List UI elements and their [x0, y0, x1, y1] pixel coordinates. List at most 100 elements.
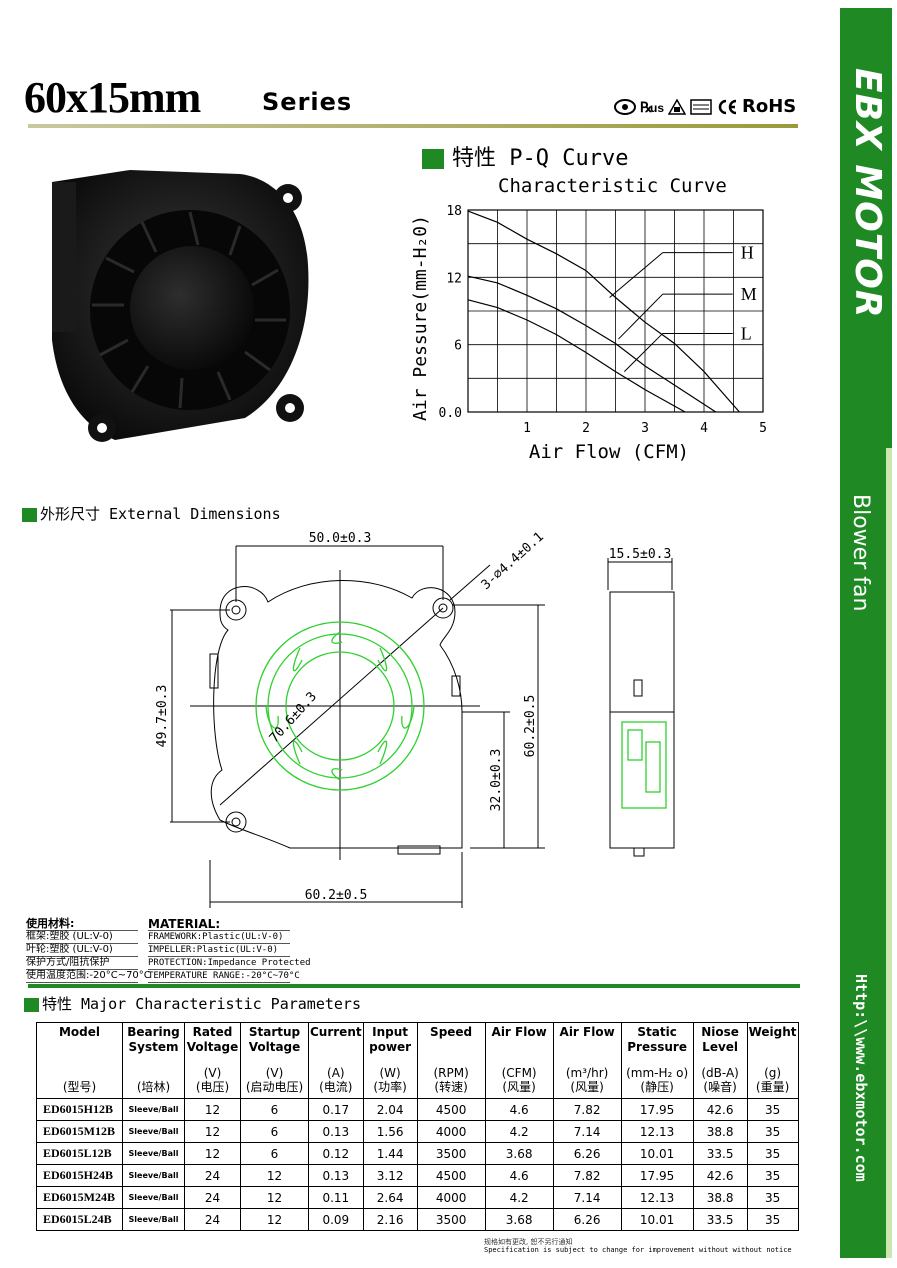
table-cell: 4500: [416, 1098, 486, 1121]
table-cell: 35: [746, 1120, 799, 1143]
col-header: Air Flow(m³/hr)(风量): [552, 1022, 622, 1099]
pq-curve-heading: 特性 P-Q Curve: [422, 140, 628, 172]
chart-title: Characteristic Curve: [498, 175, 727, 197]
x-tick-label: 5: [759, 421, 767, 436]
table-cell: 4500: [416, 1164, 486, 1187]
table-cell: 0.13: [308, 1164, 364, 1187]
dim-outlet-height: 32.0±0.3: [489, 749, 504, 812]
table-cell: 24: [184, 1208, 241, 1231]
x-axis-label: Air Flow (CFM): [529, 441, 689, 463]
table-cell: 6: [240, 1098, 309, 1121]
leader-line: [618, 293, 664, 340]
dim-width-bottom: 60.2±0.5: [305, 888, 368, 903]
table-cell: 3.68: [484, 1142, 554, 1165]
x-tick-label: 2: [582, 421, 590, 436]
table-cell: 2.16: [362, 1208, 418, 1231]
y-tick-label: 18: [446, 204, 462, 219]
certification-marks: ℞us RoHS: [614, 96, 796, 117]
table-cell: 12.13: [620, 1186, 694, 1209]
table-cell: ED6015L12B: [36, 1142, 123, 1165]
table-cell: Sleeve/Ball: [122, 1142, 185, 1165]
fan-photo: [52, 170, 309, 442]
table-cell: 17.95: [620, 1098, 694, 1121]
series-line: [467, 275, 717, 413]
table-cell: 0.17: [308, 1098, 364, 1121]
series-label: H: [741, 243, 754, 263]
brand-name: EBX MOTOR: [847, 68, 888, 319]
y-tick-label: 6: [454, 339, 462, 354]
table-cell: 3500: [416, 1208, 486, 1231]
table-cell: 6: [240, 1142, 309, 1165]
dim-width-top: 50.0±0.3: [309, 531, 372, 546]
params-heading: 特性 Major Characteristic Parameters: [24, 993, 361, 1014]
dim-diameter: 70.6±0.3: [267, 689, 320, 746]
series-line: [467, 210, 740, 413]
svg-text:℞: ℞: [640, 99, 653, 115]
ce-cert-icon: [718, 99, 737, 114]
dimensions-heading: 外形尺寸 External Dimensions: [22, 503, 281, 524]
col-header: Speed(RPM)(转速): [416, 1022, 486, 1099]
table-cell: 12: [240, 1208, 309, 1231]
table-cell: Sleeve/Ball: [122, 1164, 185, 1187]
table-cell: 12: [240, 1164, 309, 1187]
table-cell: 10.01: [620, 1208, 694, 1231]
ccc-cert-icon: [614, 98, 636, 115]
table-cell: 3.12: [362, 1164, 418, 1187]
col-header: Bearing System(培林): [122, 1022, 185, 1099]
table-cell: ED6015H12B: [36, 1098, 123, 1121]
table-cell: Sleeve/Ball: [122, 1120, 185, 1143]
table-cell: 42.6: [692, 1098, 748, 1121]
table-cell: 7.14: [552, 1120, 622, 1143]
table-cell: 38.8: [692, 1120, 748, 1143]
section-marker-icon: [22, 507, 37, 522]
dim-hole: 3-∅4.4±0.1: [479, 530, 547, 593]
section-marker-icon: [422, 149, 444, 169]
website-link[interactable]: Http:\\www.ebxmotor.com: [852, 974, 870, 1182]
table-cell: 24: [184, 1186, 241, 1209]
table-cell: ED6015M24B: [36, 1186, 123, 1209]
col-header: Model(型号): [36, 1022, 123, 1099]
table-cell: 1.56: [362, 1120, 418, 1143]
vde-cert-icon: [690, 98, 712, 115]
table-cell: 4.2: [484, 1186, 554, 1209]
table-cell: 33.5: [692, 1142, 748, 1165]
table-cell: 10.01: [620, 1142, 694, 1165]
brand-band: EBX MOTOR Blower fan Http:\\www.ebxmotor…: [840, 8, 892, 1258]
col-header: Niose Level(dB-A)(噪音): [692, 1022, 748, 1099]
table-cell: 12: [184, 1098, 241, 1121]
table-cell: 7.82: [552, 1164, 622, 1187]
table-cell: 4.2: [484, 1120, 554, 1143]
table-cell: 12.13: [620, 1120, 694, 1143]
table-cell: 35: [746, 1208, 799, 1231]
y-tick-label: 12: [446, 271, 462, 286]
page-title: 60x15mm: [24, 73, 201, 122]
col-header: Current(A)(电流): [308, 1022, 364, 1099]
col-header: Rated Voltage(V)(电压): [184, 1022, 241, 1099]
table-cell: 4000: [416, 1186, 486, 1209]
table-cell: 0.13: [308, 1120, 364, 1143]
chart-grid: [467, 209, 764, 413]
table-cell: 1.44: [362, 1142, 418, 1165]
table-cell: 12: [184, 1142, 241, 1165]
product-category: Blower fan: [848, 494, 873, 612]
tuv-cert-icon: [668, 98, 686, 115]
section-rule: [28, 984, 800, 988]
footer-note-cn: 规格如有更改, 恕不另行通知: [484, 1238, 573, 1246]
table-cell: ED6015L24B: [36, 1208, 123, 1231]
rohs-label: RoHS: [742, 96, 797, 117]
footer-note-en: Specification is subject to change for i…: [484, 1246, 792, 1254]
table-cell: 7.82: [552, 1098, 622, 1121]
section-marker-icon: [24, 997, 39, 1012]
table-cell: Sleeve/Ball: [122, 1098, 185, 1121]
table-cell: 6.26: [552, 1142, 622, 1165]
series-label: Series: [262, 88, 353, 116]
table-cell: 12: [240, 1186, 309, 1209]
material-cn: 使用材料: 框架:塑胶 (UL:V-0) 叶轮:塑胶 (UL:V-0) 保护方式…: [26, 917, 151, 983]
col-header: Startup Voltage(V)(启动电压): [240, 1022, 309, 1099]
table-cell: 2.64: [362, 1186, 418, 1209]
y-tick-label: 0.0: [439, 406, 462, 421]
svg-text:us: us: [650, 101, 664, 115]
dim-height-right: 60.2±0.5: [523, 695, 538, 758]
